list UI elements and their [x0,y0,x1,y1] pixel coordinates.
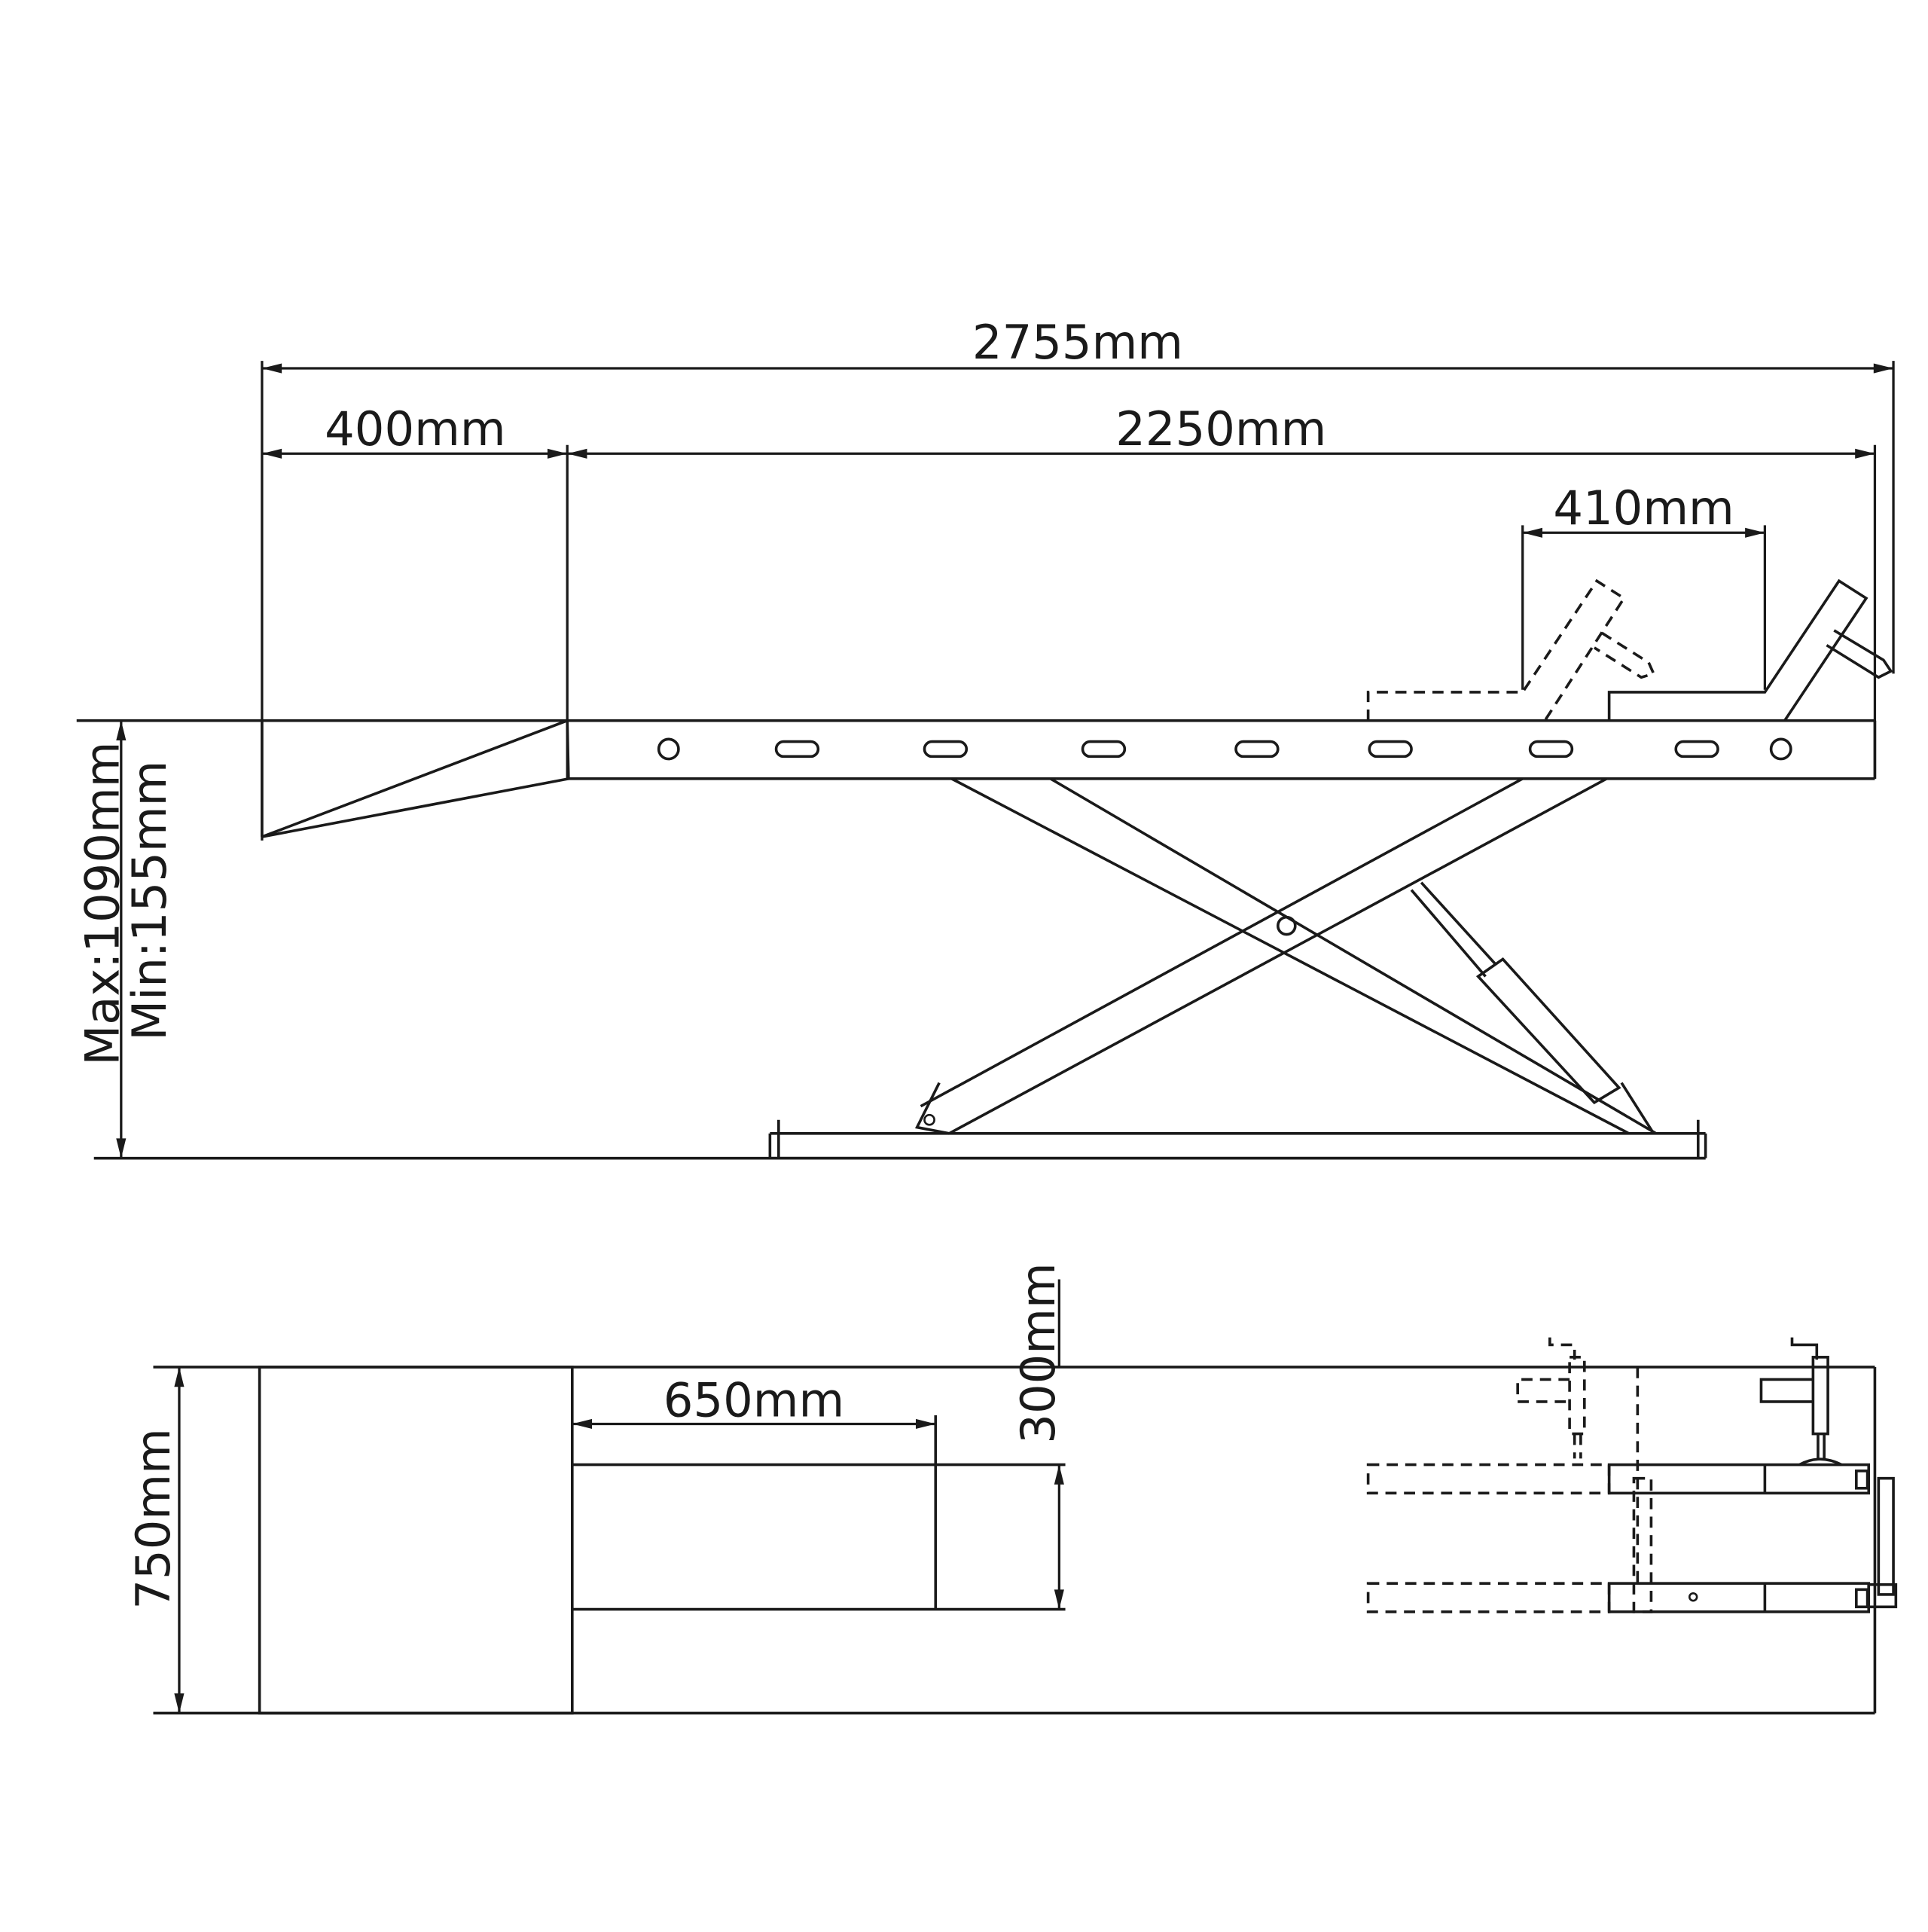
platform-holes [657,737,1792,761]
label-height-max: Max:1090mm [75,742,130,1066]
scissor-pivot [1277,915,1297,936]
label-wheel-clamp-travel: 410mm [1553,481,1734,536]
hydraulic-cylinder [1410,881,1621,1105]
platform-beam [566,720,1877,780]
wheel-clamp-rails [1607,1463,1898,1613]
hole-slot [923,740,969,758]
hole-round [657,737,680,761]
label-overall-length: 2755mm [972,315,1183,370]
hole-slot [1234,740,1280,758]
wheel-clamp [1607,578,1893,722]
clamp-post-alternate [1516,1337,1586,1459]
wheel-clamp-alternate [1366,578,1656,722]
loading-ramp [261,719,569,838]
dimension-wheel-clamp-travel: 410mm [1521,481,1767,690]
wheel-clamp-rails-alternate [1366,1366,1653,1613]
dimension-side-extension-width: 300mm [1011,1262,1066,1610]
label-height-min: Min:155mm [122,761,177,1041]
side-view: 2755mm 400mm 2250mm 410mm [75,315,1895,1160]
hole-slot [1674,740,1719,758]
dimension-platform-length: 2250mm [567,401,1877,779]
scissor-arms [914,777,1657,1135]
label-side-extension-width: 300mm [1011,1262,1066,1443]
hole-slot [1368,740,1413,758]
label-platform-length: 2250mm [1115,401,1326,456]
clamp-post [1759,1337,1842,1467]
hole-slot [1528,740,1574,758]
dimension-height: Max:1090mm Min:155mm [75,720,177,1158]
dimension-platform-width: 750mm [126,1366,185,1714]
dimension-ramp-length: 400mm [261,401,569,779]
hole-slot [1081,740,1127,758]
side-extension [572,1415,1066,1611]
top-view: 650mm 300mm 750mm [126,1262,1898,1715]
hole-slot [774,740,820,758]
label-ramp-length: 400mm [325,401,505,456]
ramp-top [258,1366,574,1715]
base-frame [768,1119,1707,1160]
dimension-ramp-extension: 650mm [572,1373,936,1430]
label-ramp-extension: 650mm [664,1373,844,1428]
handle [1877,1476,1895,1596]
dimension-overall-length: 2755mm [261,315,1895,841]
hole-round [1769,737,1792,761]
label-platform-width: 750mm [126,1428,181,1609]
